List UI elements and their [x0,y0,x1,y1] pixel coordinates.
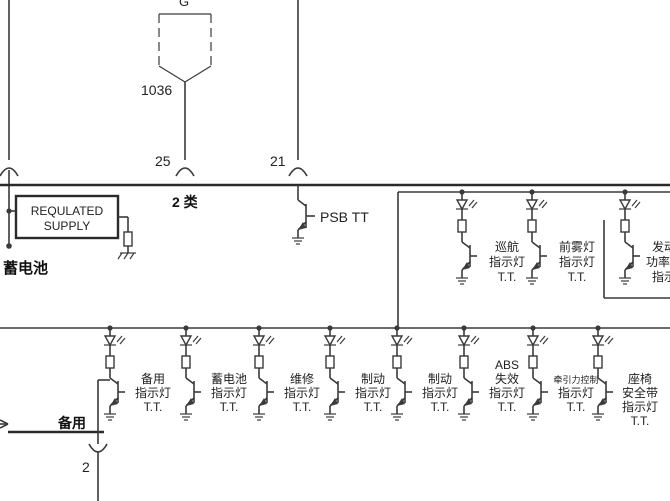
lower-label-3-l3: 指示灯 [355,385,391,400]
resistor-icon [181,355,191,369]
resistor-icon [254,355,264,369]
transistor-icon [397,398,405,406]
upper-label-0-l3: T.T. [498,270,517,284]
resistor-icon [105,355,115,369]
resistor-icon [528,355,538,369]
lower-label-7-l2: 座椅 [628,371,652,386]
led-icon [390,335,404,347]
lower-label-3-l2: 制动 [361,372,385,386]
led-icon [525,199,539,211]
supply-label-line1: REQULATED [31,204,104,218]
resistor-icon [457,219,467,233]
upper-circuit-2: 发动机功率降低指示灯 [618,189,670,285]
led-icon [457,335,471,347]
resistor-icon [620,219,630,233]
upper-label-0-l2: 指示灯 [489,254,525,269]
lower-label-1-l3: 指示灯 [211,385,247,400]
lower-label-0-l3: 指示灯 [135,385,171,400]
connector-label: G [179,0,189,9]
connector-25: 25 [155,153,171,169]
resistor-icon [527,219,537,233]
lower-label-5-l4: T.T. [498,400,517,414]
lower-label-5-l1: ABS [495,358,519,372]
backup-label: 备用 [57,415,86,431]
transistor-icon [625,262,633,270]
lower-label-5-l2: 失效 [495,371,519,386]
lower-label-3-l4: T.T. [364,400,383,414]
led-icon [618,199,632,211]
battery-label: 蓄电池 [3,259,48,277]
transistor-icon [532,262,540,270]
lower-label-0-l4: T.T. [144,400,163,414]
lower-label-6-l3: 指示灯 [558,385,594,400]
lower-label-7-l3: 安全带 [622,385,658,400]
upper-label-2-l2: 功率降低 [646,254,670,269]
connector-2: 2 [82,459,90,475]
transistor-icon [598,398,606,406]
transistor-icon [330,398,338,406]
lower-label-2-l4: T.T. [293,400,312,414]
led-icon [252,335,266,347]
led-icon [323,335,337,347]
lower-label-2-l2: 维修 [290,371,314,386]
led-icon [526,335,540,347]
lower-label-7-l5: T.T. [631,414,650,428]
supply-label-line2: SUPPLY [44,219,90,233]
transistor-icon [259,398,267,406]
wire-number: 1036 [141,82,172,98]
led-icon [179,335,193,347]
upper-label-1-l2: 指示灯 [559,254,595,269]
upper-label-2-l1: 发动机 [652,239,670,254]
upper-label-0-l1: 巡航 [495,239,519,254]
upper-label-1-l3: T.T. [568,270,587,284]
led-icon [591,335,605,347]
connector-21: 21 [270,153,286,169]
lower-label-6-l4: T.T. [567,400,586,414]
psb-tt-label: PSB TT [320,209,369,225]
resistor-icon [325,355,335,369]
transistor-icon [110,398,118,406]
upper-label-2-l3: 指示灯 [652,269,670,284]
lower-label-4-l4: T.T. [431,400,450,414]
lower-label-4-l3: 指示灯 [422,385,458,400]
transistor-icon [533,398,541,406]
lower-label-1-l4: T.T. [220,400,239,414]
transistor-icon [186,398,194,406]
resistor-icon [459,355,469,369]
transistor-icon [462,262,470,270]
lamp-circuits: 巡航指示灯T.T.前雾灯指示灯T.T.发动机功率降低指示灯备用指示灯T.T.蓄电… [98,189,670,428]
transistor-icon [464,398,472,406]
led-icon [455,199,469,211]
resistor-icon [593,355,603,369]
class-label: 2 类 [172,194,199,210]
led-icon [103,335,117,347]
lower-label-1-l2: 蓄电池 [211,372,247,386]
lower-label-7-l4: 指示灯 [622,399,658,414]
lower-label-5-l3: 指示灯 [489,385,525,400]
lower-label-4-l2: 制动 [428,372,452,386]
lower-label-0-l2: 备用 [141,372,165,386]
upper-label-1-l1: 前雾灯 [559,239,595,254]
lower-label-2-l3: 指示灯 [284,385,320,400]
resistor-icon [392,355,402,369]
lower-label-6-l2: 牵引力控制 [553,374,598,385]
